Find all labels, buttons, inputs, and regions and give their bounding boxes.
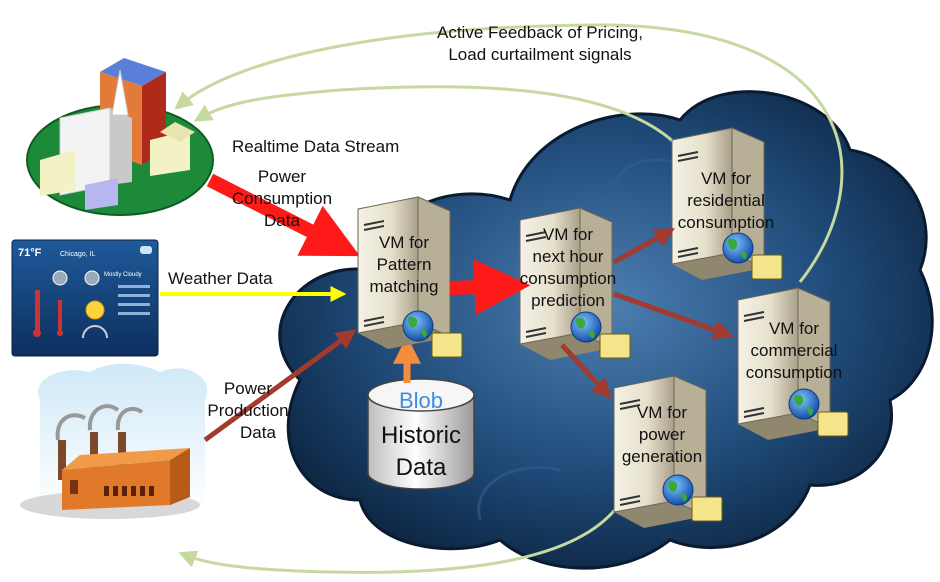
city-icon xyxy=(26,58,214,216)
realtime-label: Realtime Data Stream xyxy=(232,137,399,156)
power-consumption-label-3: Data xyxy=(264,211,300,230)
power-production-label-2: Production xyxy=(207,401,288,420)
vm-prediction-label-3: consumption xyxy=(520,269,616,288)
vm-residential-label-2: residential xyxy=(687,191,765,210)
weather-condition: Mostly Cloudy xyxy=(104,272,142,278)
globe-icon xyxy=(788,388,849,437)
vm-pattern-label-3: matching xyxy=(370,277,439,296)
vm-residential-label-3: consumption xyxy=(678,213,774,232)
vm-prediction-label-1: VM for xyxy=(543,225,593,244)
server-pattern xyxy=(357,196,451,349)
prediction-to-commercial-arrow xyxy=(613,291,734,340)
prediction-to-residential-arrow xyxy=(612,228,675,265)
power-consumption-arrow xyxy=(206,173,360,257)
power-consumption-label-1: Power xyxy=(258,167,307,186)
weather-label: Weather Data xyxy=(168,269,273,288)
feedback-label-line-2: Load curtailment signals xyxy=(448,45,631,64)
vm-generation-label-2: power xyxy=(639,425,686,444)
weather-widget: 71°F Chicago, IL Mostly Cloudy xyxy=(11,239,159,357)
cloud-mini-icon xyxy=(140,246,152,254)
clock-icon xyxy=(52,270,68,286)
vm-generation-label-1: VM for xyxy=(637,403,687,422)
globe-icon xyxy=(570,311,631,359)
power-production-label-1: Power xyxy=(224,379,273,398)
feedback-arc-outer xyxy=(174,23,844,283)
clock-icon xyxy=(84,270,100,286)
globe-icon xyxy=(402,310,463,358)
power-production-arrow xyxy=(203,329,357,443)
feedback-arc-inner xyxy=(193,85,692,161)
feedback-label-line-1: Active Feedback of Pricing, xyxy=(437,23,643,42)
weather-city: Chicago, IL xyxy=(60,251,96,258)
feedback-arc-bottom xyxy=(178,494,627,574)
power-production-label-3: Data xyxy=(240,423,276,442)
vm-residential-label-1: VM for xyxy=(701,169,751,188)
weather-temperature: 71°F xyxy=(18,247,42,259)
factory-icon xyxy=(20,363,208,519)
blob-storage-icon: Blob Historic Data xyxy=(367,378,475,490)
blob-title: Blob xyxy=(399,388,443,413)
thermometer-icon xyxy=(35,290,40,330)
blob-line-1: Historic xyxy=(381,422,461,449)
power-consumption-label-2: Consumption xyxy=(232,189,332,208)
sun-icon xyxy=(85,300,105,320)
blob-line-2: Data xyxy=(396,454,447,481)
vm-pattern-label-1: VM for xyxy=(379,233,429,252)
vm-prediction-label-2: next hour xyxy=(533,247,604,266)
vm-commercial-label-1: VM for xyxy=(769,319,819,338)
vm-generation-label-3: generation xyxy=(622,447,702,466)
gauge-icon xyxy=(82,325,108,339)
thermometer-icon xyxy=(58,300,62,330)
pattern-to-prediction-arrow xyxy=(449,259,531,316)
vm-pattern-label-2: Pattern xyxy=(377,255,432,274)
vm-commercial-label-3: consumption xyxy=(746,363,842,382)
globe-icon xyxy=(722,232,783,280)
globe-icon xyxy=(662,474,723,522)
vm-commercial-label-2: commercial xyxy=(751,341,838,360)
prediction-to-generation-arrow xyxy=(560,343,612,399)
vm-prediction-label-4: prediction xyxy=(531,291,605,310)
